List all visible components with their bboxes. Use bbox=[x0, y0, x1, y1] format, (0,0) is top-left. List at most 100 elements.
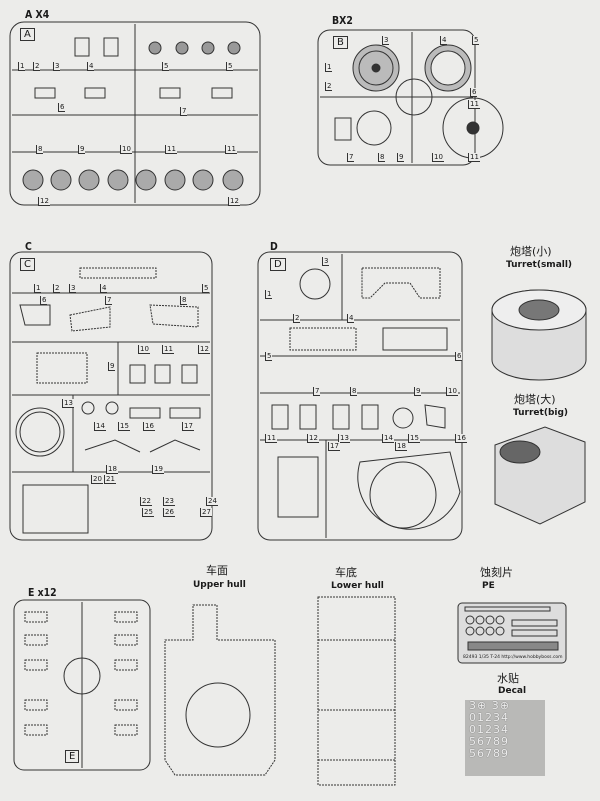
part-number-d-17: 17 bbox=[328, 442, 340, 451]
pe-footer: 82493 1/35 T-24 http://www.hobbyboss.com bbox=[463, 655, 563, 660]
part-number-c-10: 10 bbox=[138, 345, 150, 354]
part-number-b-9: 9 bbox=[397, 153, 405, 162]
part-number-b-3: 3 bbox=[382, 36, 390, 45]
part-number-a-6: 6 bbox=[58, 103, 66, 112]
part-number-a-3: 3 bbox=[53, 62, 61, 71]
part-number-c-4: 4 bbox=[100, 284, 108, 293]
part-number-c-27: 27 bbox=[200, 508, 212, 517]
part-number-d-9: 9 bbox=[414, 387, 422, 396]
sprue-a-frame bbox=[9, 21, 261, 206]
turret-small-drawing bbox=[491, 289, 587, 381]
turret-big-drawing bbox=[494, 426, 586, 525]
turret-big-en: Turret(big) bbox=[513, 408, 569, 418]
part-number-c-8: 8 bbox=[180, 296, 188, 305]
sprue-tag-d: D bbox=[270, 258, 286, 271]
part-number-a-5: 5 bbox=[162, 62, 170, 71]
part-number-c-7: 7 bbox=[105, 296, 113, 305]
part-number-d-3: 3 bbox=[322, 257, 330, 266]
decal-cn: 水贴 bbox=[497, 672, 519, 685]
part-number-c-21: 21 bbox=[104, 475, 116, 484]
part-number-c-26: 26 bbox=[163, 508, 175, 517]
part-number-d-7: 7 bbox=[313, 387, 321, 396]
decal-row: 56789 bbox=[469, 747, 509, 760]
part-number-a-11: 11 bbox=[165, 145, 177, 154]
part-number-d-15: 15 bbox=[408, 434, 420, 443]
part-number-c-1: 1 bbox=[34, 284, 42, 293]
decal-row: 56789 bbox=[469, 735, 509, 748]
part-number-b-11: 11 bbox=[468, 153, 480, 162]
part-number-d-8: 8 bbox=[350, 387, 358, 396]
part-number-d-4: 4 bbox=[347, 314, 355, 323]
sprue-c-title: C bbox=[25, 240, 32, 253]
lower-hull-drawing bbox=[317, 596, 396, 786]
pe-en: PE bbox=[482, 581, 495, 591]
part-number-a-12: 12 bbox=[228, 197, 240, 206]
decal-row: 01234 bbox=[469, 723, 509, 736]
part-number-a-10: 10 bbox=[120, 145, 132, 154]
turret-big-cn: 炮塔(大) bbox=[514, 393, 556, 406]
part-number-d-10: 10 bbox=[446, 387, 458, 396]
decal-row: 01234 bbox=[469, 711, 509, 724]
part-number-c-11: 11 bbox=[162, 345, 174, 354]
turret-small-cn: 炮塔(小) bbox=[510, 245, 552, 258]
part-number-b-5: 5 bbox=[472, 36, 480, 45]
part-number-a-7: 7 bbox=[180, 107, 188, 116]
part-number-c-15: 15 bbox=[118, 422, 130, 431]
part-number-b-8: 8 bbox=[378, 153, 386, 162]
part-number-c-3: 3 bbox=[69, 284, 77, 293]
part-number-b-4: 4 bbox=[440, 36, 448, 45]
pe-fret bbox=[457, 602, 567, 664]
part-number-b-2: 2 bbox=[325, 82, 333, 91]
part-number-c-20: 20 bbox=[91, 475, 103, 484]
part-number-c-18: 18 bbox=[106, 465, 118, 474]
sprue-d-frame bbox=[257, 251, 463, 541]
part-number-c-12: 12 bbox=[198, 345, 210, 354]
decal-en: Decal bbox=[498, 686, 527, 696]
part-number-a-1: 1 bbox=[18, 62, 26, 71]
sprue-b-title: BX2 bbox=[332, 14, 353, 27]
part-number-d-2: 2 bbox=[293, 314, 301, 323]
part-number-b-1: 1 bbox=[325, 63, 333, 72]
part-number-a-11: 11 bbox=[225, 145, 237, 154]
part-number-d-11: 11 bbox=[265, 434, 277, 443]
part-number-d-18: 18 bbox=[395, 442, 407, 451]
part-number-a-5: 5 bbox=[226, 62, 234, 71]
sprue-tag-e: E bbox=[65, 750, 80, 763]
part-number-c-23: 23 bbox=[163, 497, 175, 506]
part-number-c-19: 19 bbox=[152, 465, 164, 474]
sprue-tag-a: A bbox=[20, 28, 35, 41]
part-number-d-13: 13 bbox=[338, 434, 350, 443]
part-number-d-6: 6 bbox=[455, 352, 463, 361]
sprue-d-title: D bbox=[270, 240, 278, 253]
sprue-e-title: E x12 bbox=[28, 586, 57, 599]
part-number-d-12: 12 bbox=[307, 434, 319, 443]
part-number-a-2: 2 bbox=[33, 62, 41, 71]
part-number-d-16: 16 bbox=[455, 434, 467, 443]
upper-hull-en: Upper hull bbox=[193, 580, 246, 590]
part-number-c-16: 16 bbox=[143, 422, 155, 431]
decal-sheet: 3⊕ 3⊕ 01234 01234 56789 56789 bbox=[465, 700, 545, 776]
part-number-c-9: 9 bbox=[108, 362, 116, 371]
part-number-c-17: 17 bbox=[182, 422, 194, 431]
part-number-c-22: 22 bbox=[140, 497, 152, 506]
lower-hull-cn: 车底 bbox=[335, 566, 357, 579]
pe-cn: 蚀刻片 bbox=[480, 566, 513, 579]
part-number-d-1: 1 bbox=[265, 290, 273, 299]
part-number-c-13: 13 bbox=[62, 399, 74, 408]
part-number-a-4: 4 bbox=[87, 62, 95, 71]
sprue-b-frame bbox=[317, 29, 504, 166]
part-number-b-11: 11 bbox=[468, 100, 480, 109]
upper-hull-drawing bbox=[164, 604, 276, 776]
part-number-a-12: 12 bbox=[38, 197, 50, 206]
part-number-a-8: 8 bbox=[36, 145, 44, 154]
part-number-c-25: 25 bbox=[142, 508, 154, 517]
sprue-e-frame bbox=[13, 599, 151, 771]
lower-hull-en: Lower hull bbox=[331, 581, 384, 591]
part-number-b-6: 6 bbox=[470, 88, 478, 97]
part-number-c-5: 5 bbox=[202, 284, 210, 293]
part-number-c-2: 2 bbox=[53, 284, 61, 293]
part-number-b-7: 7 bbox=[347, 153, 355, 162]
upper-hull-cn: 车面 bbox=[206, 564, 228, 577]
part-number-c-14: 14 bbox=[94, 422, 106, 431]
